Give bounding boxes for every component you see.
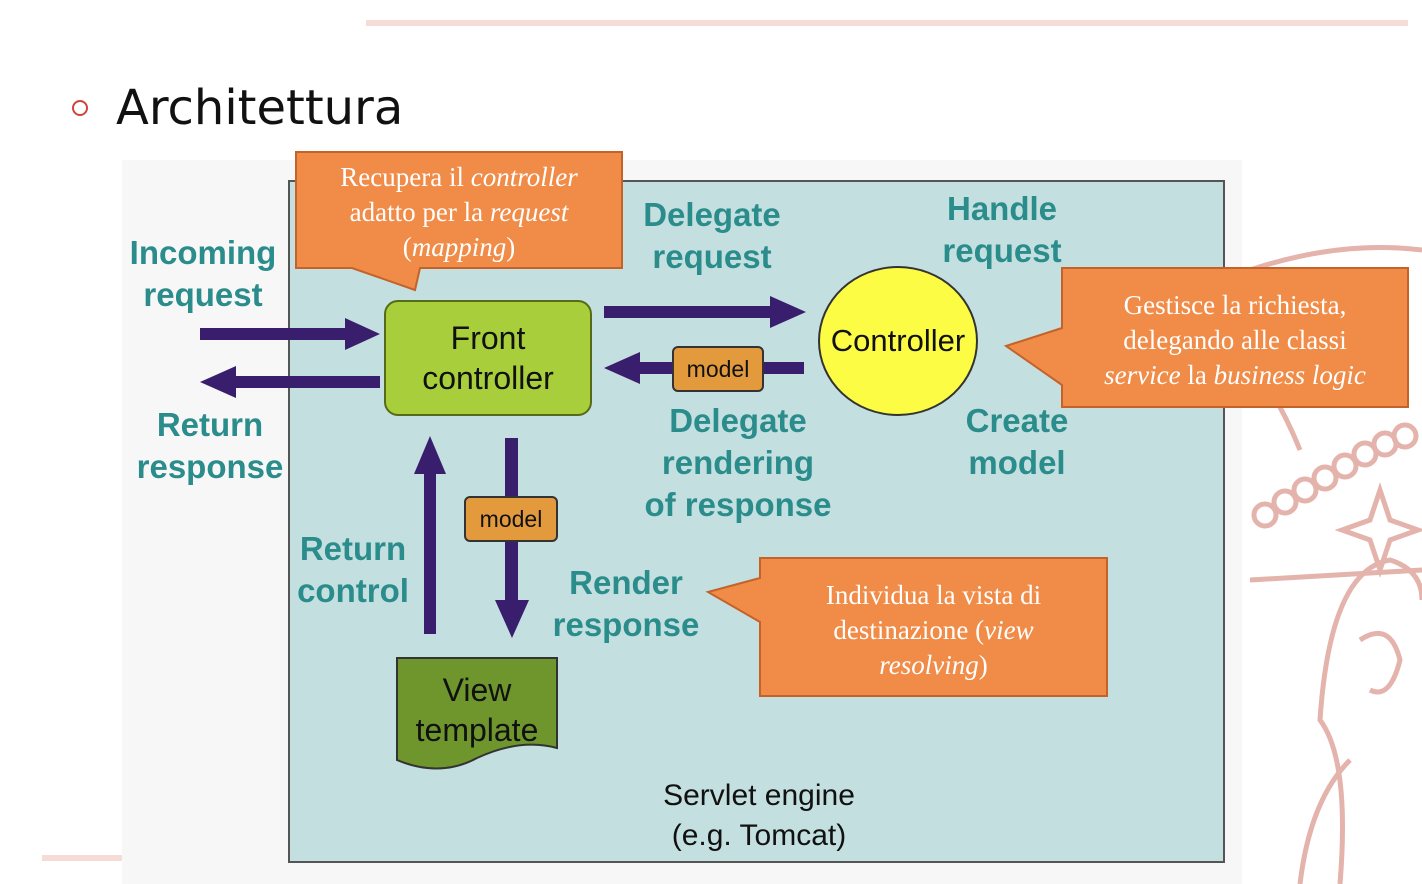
servlet-engine-label: Servlet engine (e.g. Tomcat) xyxy=(663,779,855,852)
label-incoming-request: Incoming request xyxy=(129,234,277,313)
label-render-response: Render response xyxy=(552,564,700,643)
controller-node: Controller xyxy=(818,266,978,416)
delegate-request-arrow xyxy=(604,296,806,328)
label-create-model: Create model xyxy=(965,402,1069,481)
callout-service-shape xyxy=(1003,267,1409,408)
model-badge-render: model xyxy=(464,496,558,542)
incoming-arrow xyxy=(200,318,380,350)
front-controller-node: Front controller xyxy=(384,300,592,416)
callout-mapping-shape xyxy=(295,151,623,292)
callout-mapping: Recupera il controller adatto per la req… xyxy=(340,162,578,262)
model-badge-delegate: model xyxy=(672,346,764,392)
bullet-icon xyxy=(72,100,88,116)
label-delegate-request: Delegate request xyxy=(643,196,781,275)
view-template-node: View template xyxy=(415,672,539,748)
label-delegate-rendering: Delegate rendering of response xyxy=(644,402,832,523)
slide-heading: Architettura xyxy=(116,80,404,136)
view-template-shape xyxy=(396,657,558,770)
label-return-response: Return response xyxy=(136,406,284,485)
top-divider xyxy=(366,20,1408,26)
callout-view: Individua la vista di destinazione (view… xyxy=(825,580,1042,680)
label-handle-request: Handle request xyxy=(942,190,1062,269)
bottom-divider xyxy=(42,855,122,861)
watermark-illustration xyxy=(1247,245,1422,884)
callout-view-shape xyxy=(705,557,1108,697)
callout-service: Gestisce la richiesta, delegando alle cl… xyxy=(1104,290,1366,390)
label-return-control: Return control xyxy=(297,530,409,609)
return-control-arrow xyxy=(414,436,446,634)
return-response-arrow xyxy=(200,366,380,398)
